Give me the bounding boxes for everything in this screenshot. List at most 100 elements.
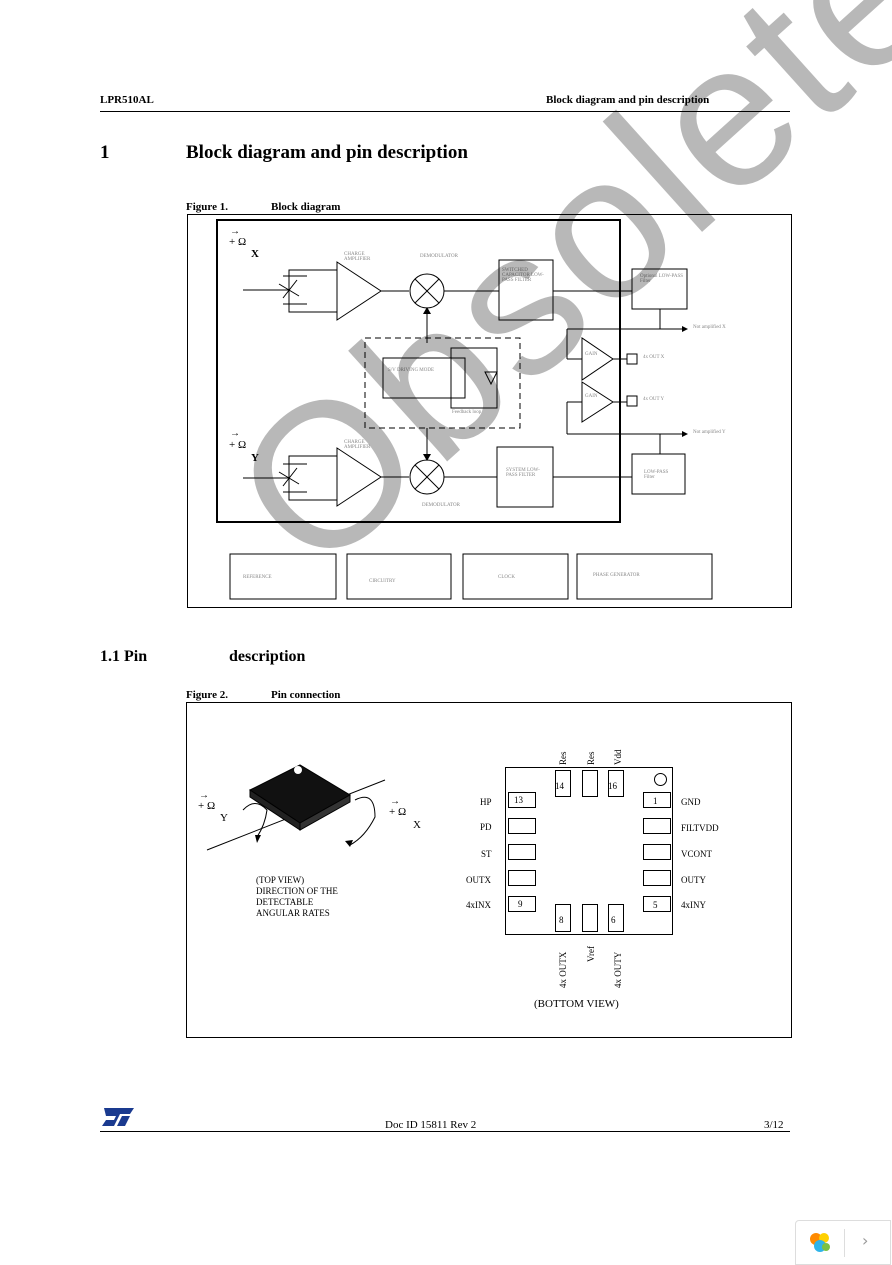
top-view-line-2: DIRECTION OF THE: [256, 886, 338, 896]
phase-generator-label: PHASE GENERATOR: [593, 573, 640, 578]
pinout-body: [505, 767, 673, 935]
pin-8: [555, 904, 571, 932]
bottom-pin-label-2: Vref: [586, 946, 596, 962]
gain1-label: GAIN: [585, 352, 598, 357]
lowpass-top-label: Optional LOW-PASS Filter: [640, 274, 684, 284]
left-pin-label-4: OUTX: [466, 875, 491, 885]
omega-y-arrow: →: [230, 428, 240, 439]
charge-amp-x: [336, 261, 382, 321]
out-x-note-label: Not amplified X: [693, 325, 726, 330]
pin-10: [508, 870, 536, 886]
drive-circuit-label: S/V DRIVING MODE: [388, 368, 435, 373]
pin-5-number: 5: [653, 900, 658, 910]
left-pin-label-1: HP: [480, 797, 492, 807]
pin-1-number: 1: [653, 796, 658, 806]
section-title: Block diagram and pin description: [186, 142, 468, 163]
footer-doc-id: Doc ID 15811 Rev 2: [385, 1119, 477, 1131]
gain2-label: GAIN: [585, 394, 598, 399]
left-pin-label-2: PD: [480, 822, 492, 832]
pin-14: [555, 770, 571, 797]
gain-amp-1: [581, 337, 614, 381]
left-pin-label-5: 4xINX: [466, 900, 491, 910]
right-pin-label-4: OUTY: [681, 875, 706, 885]
demod-top-label: DEMODULATOR: [420, 254, 458, 259]
viewer-divider: [844, 1229, 845, 1257]
st-logo: [102, 1108, 134, 1126]
pin-15: [582, 770, 598, 797]
reference-label: REFERENCE: [243, 575, 272, 580]
charge-amp-bot-label: CHARGE AMPLIFIER: [344, 440, 371, 450]
reference-block: [229, 553, 337, 600]
top-view-note: (TOP VIEW) DIRECTION OF THE DETECTABLE A…: [256, 875, 338, 919]
pin-7: [582, 904, 598, 932]
right-pin-label-2: FILTVDD: [681, 823, 719, 833]
pin-4: [643, 870, 671, 886]
bottom-pin-label-1: 4x OUTX: [558, 951, 568, 988]
right-pin-label-1: GND: [681, 797, 701, 807]
top-view-line-4: ANGULAR RATES: [256, 908, 330, 918]
switched-cap-filter-x: [498, 259, 554, 321]
header-rule: [100, 111, 790, 112]
drive-circuit: [382, 357, 466, 399]
top-pin-label-3: Vdd: [613, 749, 623, 766]
pin-2: [643, 818, 671, 834]
out-4x-x-label: 4x OUT X: [643, 355, 665, 360]
figure2-number: Figure 2.: [186, 689, 228, 701]
pin-8-number: 8: [559, 915, 564, 925]
lowpass-bot-label: LOW-PASS Filter: [644, 470, 669, 480]
chip-boundary: [216, 219, 621, 523]
package-drawing: [206, 764, 386, 851]
clock-label: CLOCK: [498, 575, 515, 580]
bottom-view-label: (BOTTOM VIEW): [534, 998, 619, 1010]
figure1-frame: [187, 214, 792, 608]
gain-amp-2: [581, 381, 614, 423]
phase-generator-block: [576, 553, 713, 600]
demod-bot-label: DEMODULATOR: [422, 503, 460, 508]
chevron-right-icon[interactable]: ›: [862, 1231, 869, 1250]
figure1-title: Block diagram: [271, 201, 341, 213]
out-y-note-label: Not amplified Y: [693, 430, 726, 435]
header-left: LPR510AL: [100, 94, 154, 106]
pin-9: [508, 896, 536, 912]
omega-left-label: + Ω: [198, 800, 216, 812]
pin-9-number: 9: [518, 899, 523, 909]
omega-left-arrow: →: [199, 790, 209, 801]
switched-cap-bot-label: SYSTEM LOW-PASS FILTER: [506, 468, 540, 478]
axis-x-pkg-label: X: [413, 819, 421, 831]
pin-12: [508, 818, 536, 834]
figure2-frame: [186, 702, 792, 1038]
subsection-title-left: 1.1 Pin: [100, 648, 148, 665]
drive-loop: [364, 337, 521, 429]
omega-right-label: + Ω: [389, 806, 407, 818]
pin-6-number: 6: [611, 915, 616, 925]
right-pin-label-5: 4xINY: [681, 900, 706, 910]
footer-page: 3/12: [764, 1119, 784, 1131]
axis-y-pkg-label: Y: [220, 812, 228, 824]
figure2-title: Pin connection: [271, 689, 341, 701]
lowpass-filter-y: [631, 453, 686, 495]
charge-amp-top-label: CHARGE AMPLIFIER: [344, 252, 371, 262]
pin-1: [643, 792, 671, 808]
omega-right-arrow: →: [390, 796, 400, 807]
left-pin-label-3: ST: [481, 849, 492, 859]
pin-13: [508, 792, 536, 808]
top-view-line-3: DETECTABLE: [256, 897, 314, 907]
viewer-nav-widget: ›: [795, 1220, 891, 1265]
figure1-number: Figure 1.: [186, 201, 228, 213]
header-right: Block diagram and pin description: [546, 94, 710, 106]
pin-5: [643, 896, 671, 912]
pin1-marker: [654, 773, 667, 786]
omega-x-arrow: →: [230, 226, 240, 237]
pin-3: [643, 844, 671, 860]
sensor-x: [243, 269, 338, 313]
pin-16: [608, 770, 624, 797]
footer-rule: [100, 1131, 790, 1132]
block-diagram: [216, 219, 713, 600]
pin-14-number: 14: [555, 781, 564, 791]
pin-11: [508, 844, 536, 860]
out-4y-label: 4x OUT Y: [643, 397, 665, 402]
top-view-line-1: (TOP VIEW): [256, 875, 305, 885]
viewer-logo-icon[interactable]: [806, 1229, 836, 1257]
top-pin-label-1: Res: [558, 751, 568, 766]
omega-y-label: + Ω: [229, 439, 247, 451]
